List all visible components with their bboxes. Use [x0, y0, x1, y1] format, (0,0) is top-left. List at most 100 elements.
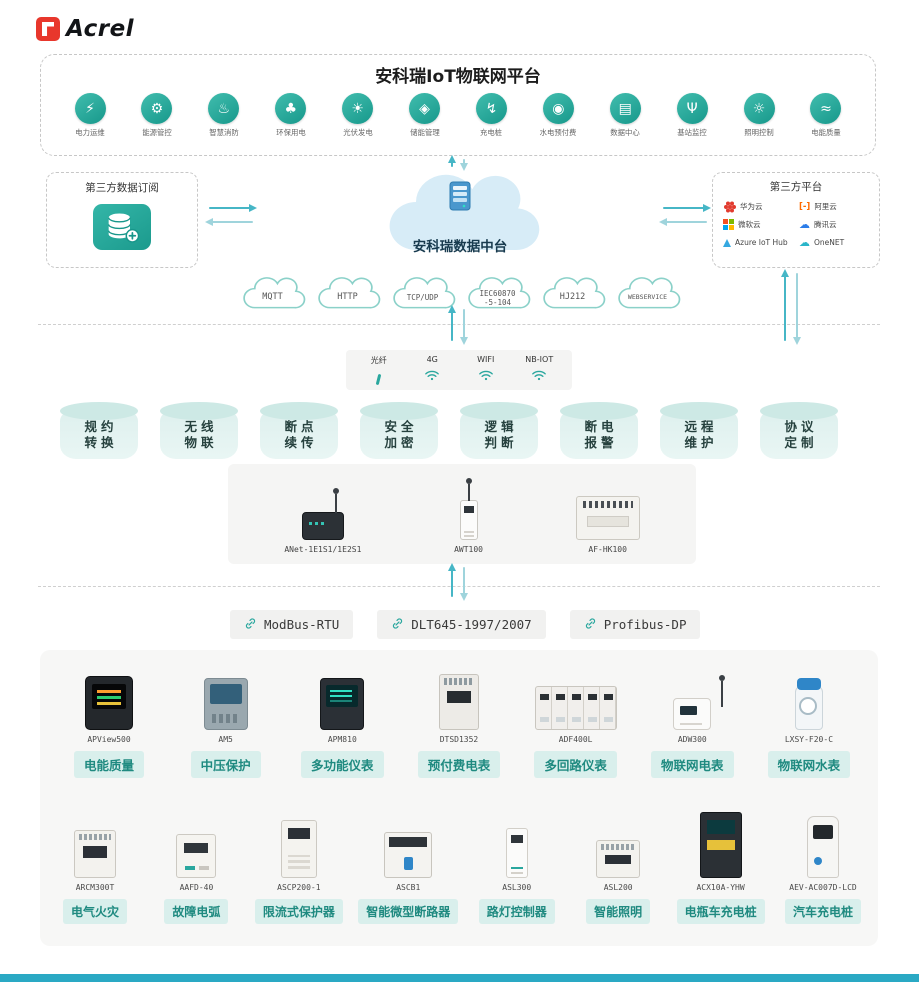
capability-line2: 维护	[684, 435, 718, 450]
device-model: ADW300	[677, 735, 707, 744]
wifi-icon	[478, 366, 494, 385]
app-item: ≈电能质量	[797, 93, 855, 138]
asl200-device-image	[596, 814, 641, 878]
capability-line2: 报警	[584, 435, 618, 450]
arrow-down	[460, 309, 468, 345]
arrow-left	[205, 218, 253, 226]
capability-item: 无线物联	[160, 402, 238, 459]
arrow-down	[793, 273, 801, 345]
app-item: ▤数据中心	[596, 93, 654, 138]
afhk-device-image	[575, 476, 640, 540]
device-model: ASCP200-1	[277, 883, 321, 892]
app-label: 照明控制	[744, 128, 774, 137]
device-model: ARCM300T	[75, 883, 115, 892]
device-category-chip: 电能质量	[73, 751, 144, 778]
device-category-chip: 智能微型断路器	[358, 899, 459, 924]
huawei-cloud-icon	[723, 201, 736, 213]
gateway-model: AWT100	[454, 545, 483, 554]
section-divider-upper	[38, 324, 880, 325]
device-category-chip: 电瓶车充电桩	[676, 899, 765, 924]
aafd-device-image	[176, 814, 217, 878]
bus-protocol-tag: ModBus-RTU	[230, 610, 354, 639]
arrow-up	[448, 305, 456, 341]
bus-protocol-label: ModBus-RTU	[264, 617, 340, 632]
device-category-chip: 多功能仪表	[301, 751, 384, 778]
bus-protocol-label: DLT645-1997/2007	[411, 617, 532, 632]
capability-item: 远程维护	[660, 402, 738, 459]
provider-ms: 微软云	[723, 218, 793, 231]
protocol-cloud: MQTT	[237, 276, 308, 314]
app-item: ♣环保用电	[262, 93, 320, 138]
tencent-cloud-icon: ☁	[799, 218, 810, 231]
protocol-cloud-label: HTTP	[337, 292, 358, 303]
flow-arrow-horizontal-right	[656, 202, 714, 228]
capability-item: 断电报警	[560, 402, 638, 459]
protocol-cloud-label: HJ212	[559, 292, 586, 303]
device-model: ASL200	[603, 883, 633, 892]
arrow-up	[448, 155, 456, 167]
provider-label: Azure IoT Hub	[735, 238, 788, 247]
acrel-logo-icon	[36, 17, 60, 41]
device-category-chip: 故障电弧	[164, 899, 229, 924]
provider-tencent: ☁腾讯云	[799, 218, 869, 231]
flow-arrow-horizontal-left	[202, 202, 260, 228]
capability-item: 断点续传	[260, 402, 338, 459]
device-category-chip: 电气火灾	[62, 899, 127, 924]
device-model: AEV-AC007D-LCD	[789, 883, 857, 892]
device-category-chip: 多回路仪表	[534, 751, 617, 778]
aev-device-image	[807, 814, 839, 878]
flow-arrow-vertical	[446, 150, 470, 176]
footer-bar	[0, 974, 919, 982]
capability-line2: 判断	[484, 435, 518, 450]
database-glyph	[108, 213, 140, 243]
ascp-device-image	[280, 814, 317, 878]
database-plus-icon	[93, 204, 151, 250]
device-model: DTSD1352	[439, 735, 479, 744]
charging-pile-icon: ↯	[475, 93, 507, 124]
provider-label: 华为云	[740, 202, 763, 211]
provider-azure: Azure IoT Hub	[723, 236, 793, 249]
energy-control-icon: ⚙	[141, 93, 173, 124]
device-model: APView500	[87, 735, 131, 744]
capability-line1: 规约	[84, 418, 118, 434]
network-item: WIFI	[459, 354, 513, 386]
arrow-left	[659, 218, 707, 226]
network-item: 光纤	[352, 354, 406, 386]
subscribe-box-title: 第三方数据订阅	[85, 182, 159, 194]
protocol-cloud-label: WEBSERVICE	[627, 292, 668, 301]
cloud-shape	[389, 174, 540, 251]
arrow-up	[448, 563, 456, 597]
lighting-control-icon: ☼	[743, 93, 775, 124]
antenna-icon	[465, 478, 472, 501]
third-party-box-title: 第三方平台	[769, 181, 823, 193]
smart-fire-icon: ♨	[208, 93, 240, 124]
ali-cloud-icon	[799, 202, 810, 212]
device-category-chip: 路灯控制器	[478, 899, 555, 924]
azure-cloud-icon	[723, 238, 731, 247]
device-model: AM5	[218, 735, 233, 744]
arrow-right	[663, 204, 711, 212]
gateway-model: ANet-1E1S1/1E2S1	[284, 545, 362, 554]
data-center-label: 安科瑞数据中台	[412, 239, 508, 255]
app-label: 储能管理	[409, 128, 440, 137]
link-icon	[584, 615, 597, 634]
arrow-up	[781, 269, 789, 341]
device-model: ASL300	[502, 883, 532, 892]
acrel-logo-text: Acrel	[66, 16, 135, 42]
bus-protocol-tag: Profibus-DP	[569, 610, 701, 639]
capability-line2: 定制	[784, 435, 818, 450]
capability-line1: 无线	[184, 418, 218, 434]
protocol-cloud-label: IEC60870-5-104	[479, 288, 516, 307]
energy-storage-icon: ◈	[409, 93, 441, 124]
section-divider-lower	[38, 586, 880, 587]
